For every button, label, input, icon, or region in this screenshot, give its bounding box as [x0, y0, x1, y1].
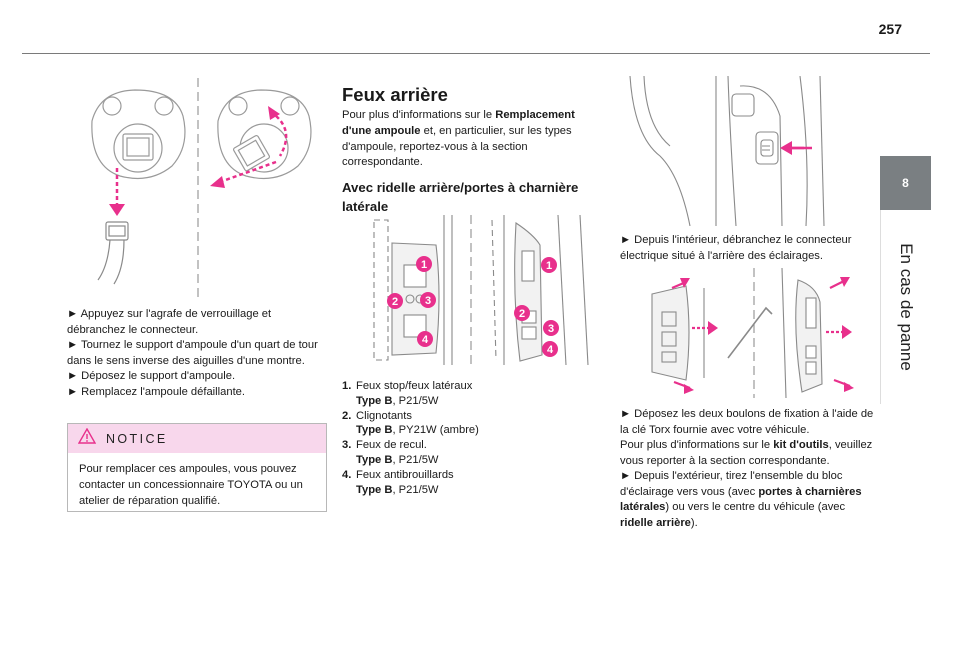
rear-lamp-illustration: 1 2 3 4 1 2 3 4	[344, 215, 598, 365]
callout-1: 1	[546, 260, 552, 272]
step3-text: ) ou vers le centre du véhicule (avec	[665, 501, 846, 513]
fog-lamp-illustration	[80, 76, 320, 300]
bulb-name: Feux de recul.	[356, 439, 427, 452]
intro-paragraph: Pour plus d'informations sur le Remplace…	[342, 108, 600, 171]
bulb-type-value: , P21/5W	[392, 483, 439, 496]
bulb-type-label: Type B	[356, 453, 393, 466]
list-number: 3.	[342, 439, 352, 452]
bulb-type-label: Type B	[356, 394, 393, 407]
warning-triangle-icon	[77, 427, 97, 449]
header-rule	[22, 53, 930, 54]
callout-4: 4	[422, 334, 429, 346]
callout-3: 3	[548, 323, 554, 335]
callout-4: 4	[547, 344, 554, 356]
step3-bold-text: portes à charnières latérales	[620, 485, 862, 514]
bulb-name: Feux antibrouillards	[356, 468, 454, 481]
step-text: ► Tournez le support d'ampoule d'un quar…	[67, 339, 318, 367]
section-heading: Feux arrière	[342, 84, 448, 105]
bulb-name: Feux stop/feux latéraux	[356, 380, 473, 392]
bulb-name: Clignotants	[356, 409, 412, 422]
bulb-type-value: , PY21W (ambre)	[392, 424, 479, 437]
bulb-type-label: Type B	[356, 424, 393, 437]
left-steps: ► Appuyez sur l'agrafe de verrouillage e…	[67, 307, 331, 400]
connector-illustration	[620, 76, 874, 226]
notice-header: NOTICE	[68, 424, 326, 453]
list-number: 4.	[342, 468, 352, 481]
intro-text: Pour plus d'informations sur le	[342, 109, 496, 121]
notice-body: Pour remplacer ces ampoules, vous pouvez…	[79, 463, 303, 507]
ref-text: , veuillez vous reporter à la section co…	[620, 439, 873, 467]
ref-text: Pour plus d'informations sur le	[620, 439, 774, 451]
chapter-tab[interactable]: 8	[880, 156, 931, 210]
list-item: 2. Clignotants Type B, PY21W (ambre)	[342, 409, 600, 439]
right-step-1: ► Depuis l'intérieur, débranchez le conn…	[620, 234, 852, 262]
torx-removal-illustration	[620, 268, 874, 398]
bulb-type-value: , P21/5W	[392, 453, 439, 466]
callout-2: 2	[392, 296, 398, 308]
list-number: 1.	[342, 380, 352, 392]
bulb-type-value: , P21/5W	[392, 394, 439, 407]
intro-link-text: Remplacement d'une ampoule	[342, 109, 575, 137]
step-text: ► Déposez le support d'ampoule.	[67, 370, 236, 382]
callout-1: 1	[421, 259, 427, 271]
chapter-strip	[880, 210, 931, 404]
callout-3: 3	[425, 295, 431, 307]
chapter-title-wrap: En cas de panne	[880, 210, 931, 404]
right-step-2: ► Déposez les deux boulons de fixation à…	[620, 408, 874, 436]
list-item: 4. Feux antibrouillards Type B, P21/5W	[342, 468, 600, 498]
page-number: 257	[878, 21, 902, 37]
step3-text: ► Depuis l'extérieur, tirez l'ensemble d…	[620, 470, 843, 498]
list-item: 1. Feux stop/feux latéraux Type B, P21/5…	[342, 379, 600, 409]
ref-link-text: kit d'outils	[773, 439, 829, 451]
step3-bold-text: ridelle arrière	[620, 516, 691, 529]
step3-text: ).	[690, 516, 698, 529]
notice-title: NOTICE	[106, 431, 168, 446]
step-text: ► Remplacez l'ampoule défaillante.	[67, 385, 246, 398]
step-text: ► Appuyez sur l'agrafe de verrouillage e…	[67, 308, 272, 336]
list-number: 2.	[342, 409, 352, 422]
subsection-heading: Avec ridelle arrière/portes à charnière …	[342, 180, 579, 214]
bulb-list: 1. Feux stop/feux latéraux Type B, P21/5…	[342, 379, 600, 497]
notice-box: NOTICE Pour remplacer ces ampoules, vous…	[67, 423, 327, 512]
intro-text: et, en particulier, sur les types d'ampo…	[342, 124, 572, 169]
right-step-3: ► Depuis l'extérieur, tirez l'ensemble d…	[620, 469, 876, 531]
tool-kit-reference: Pour plus d'informations sur le kit d'ou…	[620, 438, 876, 469]
bulb-type-label: Type B	[356, 483, 393, 496]
list-item: 3. Feux de recul. Type B, P21/5W	[342, 438, 600, 468]
chapter-title: En cas de panne	[896, 243, 916, 371]
callout-2: 2	[519, 308, 525, 320]
right-text-block: ► Déposez les deux boulons de fixation à…	[620, 407, 876, 531]
